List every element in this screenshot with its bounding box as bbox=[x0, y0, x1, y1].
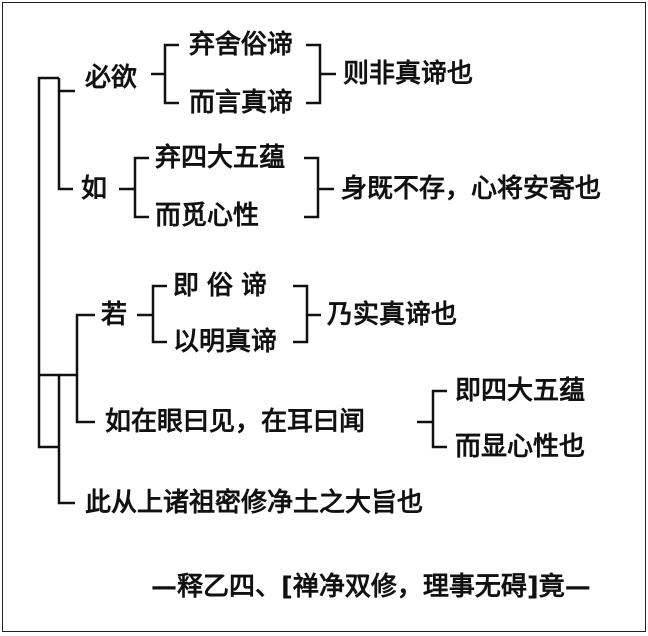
branch-2-item-1: 弃四大五蕴 bbox=[155, 143, 286, 173]
branch-1-item-1: 弃舍俗谛 bbox=[189, 30, 294, 60]
branch-3-item-1: 即俗谛 bbox=[173, 271, 276, 301]
branch-3-result: 乃实真谛也 bbox=[327, 300, 458, 330]
branch-3-right-bracket bbox=[293, 284, 321, 344]
branch-3-item-2: 以明真谛 bbox=[173, 327, 278, 357]
branch-1-right-bracket bbox=[306, 43, 336, 105]
branch-3-connector bbox=[59, 313, 95, 377]
branch-1-item-2: 而言真谛 bbox=[189, 88, 294, 118]
branch-1-left-bracket bbox=[151, 43, 179, 105]
branch-4-item-2: 而显心性也 bbox=[455, 432, 586, 462]
bracket-lines bbox=[37, 43, 447, 505]
branch-2-label: 如 bbox=[81, 174, 108, 204]
branch-2-right-bracket bbox=[304, 156, 334, 219]
branch-2-result: 身既不存，心将安寄也 bbox=[341, 174, 602, 204]
branch-2-left-bracket bbox=[119, 156, 149, 219]
branch-4-connector bbox=[75, 375, 95, 424]
branch-4-item-1: 即四大五蕴 bbox=[455, 376, 586, 406]
main-spine bbox=[37, 76, 59, 449]
second-group-connector bbox=[39, 373, 75, 505]
conclusion-text: 此从上诸祖密修净土之大旨也 bbox=[85, 488, 424, 518]
branch-1-label: 必欲 bbox=[85, 63, 138, 93]
branch-2-item-2: 而觅心性 bbox=[155, 201, 260, 231]
branch-4-label: 如在眼曰见，在耳曰闻 bbox=[105, 407, 366, 437]
branch-1-result: 则非真谛也 bbox=[343, 59, 474, 89]
branch-2-connector bbox=[57, 91, 73, 191]
branch-4-right-bracket bbox=[417, 389, 447, 449]
branch-3-label: 若 bbox=[101, 300, 128, 330]
branch-3-left-bracket bbox=[137, 284, 167, 344]
branch-1-connector bbox=[57, 78, 75, 93]
section-footer: —释乙四、[禅净双修，理事无碍]竟— bbox=[151, 572, 591, 602]
